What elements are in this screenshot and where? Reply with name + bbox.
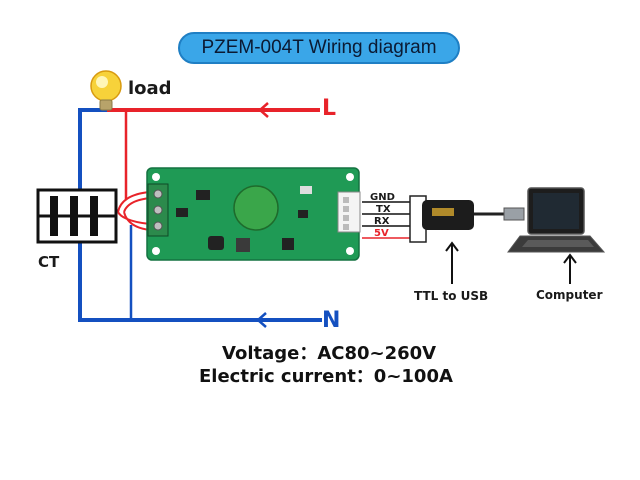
ct-label: CT <box>38 253 60 271</box>
diagram-title: PZEM-004T Wiring diagram <box>178 32 460 64</box>
laptop-icon <box>507 187 606 253</box>
pin-5v-label: 5V <box>374 228 389 239</box>
line-arrow <box>258 102 269 118</box>
pin-gnd-label: GND <box>370 192 395 203</box>
computer-pointer-head <box>563 253 577 264</box>
ct-lead-wires <box>117 191 151 231</box>
ttl-wires <box>362 201 412 239</box>
current-spec: Electric current：0~100A <box>199 366 453 387</box>
voltage-spec: Voltage：AC80~260V <box>222 343 437 364</box>
light-bulb-icon <box>90 70 122 111</box>
computer-label: Computer <box>536 288 603 302</box>
neutral-label: N <box>322 308 341 333</box>
line-label: L <box>322 96 337 121</box>
pzem-board <box>146 167 361 261</box>
load-label: load <box>128 78 172 99</box>
ttl-to-usb-label: TTL to USB <box>414 289 489 303</box>
pin-tx-label: TX <box>376 204 391 215</box>
usb-adapter <box>409 195 525 243</box>
current-transformer <box>36 188 118 244</box>
pin-rx-label: RX <box>374 216 390 227</box>
ttl-usb-pointer-head <box>445 241 459 252</box>
